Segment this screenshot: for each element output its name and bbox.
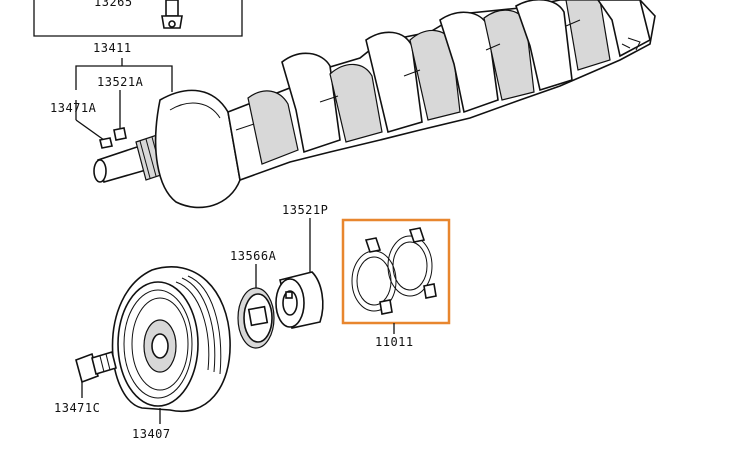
oil-pump-plate-icon (237, 287, 275, 349)
rod-assembly-box (33, 0, 243, 37)
crankshaft-icon (93, 0, 656, 209)
label-13521A[interactable]: 13521A (97, 75, 144, 89)
highlight-box-11011[interactable] (341, 218, 451, 325)
thrust-washer-icon (351, 227, 437, 315)
label-13411[interactable]: 13411 (93, 41, 132, 55)
pin-icon (99, 137, 113, 149)
label-13471C[interactable]: 13471C (54, 401, 100, 415)
bolt-icon (75, 350, 117, 384)
label-13265[interactable]: 13265 (94, 0, 133, 9)
label-11011[interactable]: 11011 (375, 335, 414, 349)
label-13521P[interactable]: 13521P (282, 203, 328, 217)
crank-pulley-icon (111, 266, 231, 413)
label-13471A[interactable]: 13471A (50, 101, 97, 115)
bracket-13411 (75, 65, 173, 92)
label-13407[interactable]: 13407 (132, 427, 171, 441)
timing-gear-icon (275, 271, 324, 329)
key-icon (113, 127, 127, 141)
rod-icon (161, 0, 183, 29)
label-13566A[interactable]: 13566A (230, 249, 277, 263)
